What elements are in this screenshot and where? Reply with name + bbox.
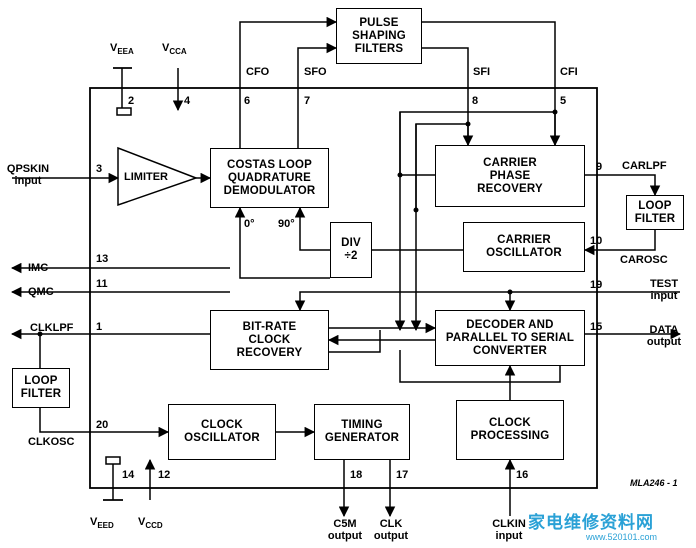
clk-label: CLK output [373, 518, 409, 542]
sfi-label: SFI [473, 66, 491, 78]
loop-filter-left-block: LOOP FILTER [12, 368, 70, 408]
imc-label: IMC [28, 262, 49, 274]
pin-8: 8 [472, 95, 479, 107]
limiter-label: LIMITER [124, 171, 168, 183]
clock-processing-block: CLOCK PROCESSING [456, 400, 564, 460]
pin-3: 3 [96, 163, 103, 175]
vccd-label: VCCD [138, 516, 163, 531]
timing-generator-block: TIMING GENERATOR [314, 404, 410, 460]
carlpf-label: CARLPF [622, 160, 667, 172]
clklpf-label: CLKLPF [30, 322, 74, 334]
pin-15: 15 [590, 321, 603, 333]
pin-13: 13 [96, 253, 109, 265]
costas-loop-block: COSTAS LOOP QUADRATURE DEMODULATOR [210, 148, 329, 208]
carosc-label: CAROSC [620, 254, 668, 266]
watermark-text: 家电维修资料网 [528, 513, 654, 532]
veed-label: VEED [90, 516, 114, 531]
cfo-label: CFO [246, 66, 270, 78]
bit-rate-clock-recovery-block: BIT-RATE CLOCK RECOVERY [210, 310, 329, 370]
test-label: TEST input [649, 278, 679, 302]
phase-0-label: 0° [244, 218, 255, 230]
pin-1: 1 [96, 321, 103, 333]
pin-7: 7 [304, 95, 311, 107]
pin-10: 10 [590, 235, 603, 247]
pin-19: 19 [590, 279, 603, 291]
decoder-block: DECODER AND PARALLEL TO SERIAL CONVERTER [435, 310, 585, 366]
qpskin-label: QPSKIN input [6, 163, 50, 187]
pin-9: 9 [596, 161, 603, 173]
pin-2: 2 [128, 95, 135, 107]
pulse-shaping-filters-block: PULSE SHAPING FILTERS [336, 8, 422, 64]
clkosc-label: CLKOSC [28, 436, 75, 448]
pin-14: 14 [122, 469, 135, 481]
pin-6: 6 [244, 95, 251, 107]
data-label: DATA output [646, 324, 682, 348]
clkin-label: CLKIN input [492, 518, 526, 542]
veea-label: VEEA [110, 42, 134, 57]
sfo-label: SFO [304, 66, 327, 78]
carrier-phase-recovery-block: CARRIER PHASE RECOVERY [435, 145, 585, 207]
pin-11: 11 [96, 278, 108, 290]
pin-4: 4 [184, 95, 191, 107]
pin-5: 5 [560, 95, 567, 107]
pin-20: 20 [96, 419, 109, 431]
phase-90-label: 90° [278, 218, 295, 230]
watermark-url: www.520101.com [586, 532, 658, 542]
loop-filter-right-block: LOOP FILTER [626, 195, 684, 230]
cfi-label: CFI [560, 66, 578, 78]
div2-block: DIV ÷2 [330, 222, 372, 278]
carrier-oscillator-block: CARRIER OSCILLATOR [463, 222, 585, 272]
qmc-label: QMC [28, 286, 54, 298]
pin-16: 16 [516, 469, 529, 481]
figure-code: MLA246 - 1 [630, 478, 678, 488]
clock-oscillator-block: CLOCK OSCILLATOR [168, 404, 276, 460]
pin-12: 12 [158, 469, 171, 481]
pin-18: 18 [350, 469, 363, 481]
vcca-label: VCCA [162, 42, 187, 57]
pin-17: 17 [396, 469, 409, 481]
c5m-label: C5M output [327, 518, 363, 542]
